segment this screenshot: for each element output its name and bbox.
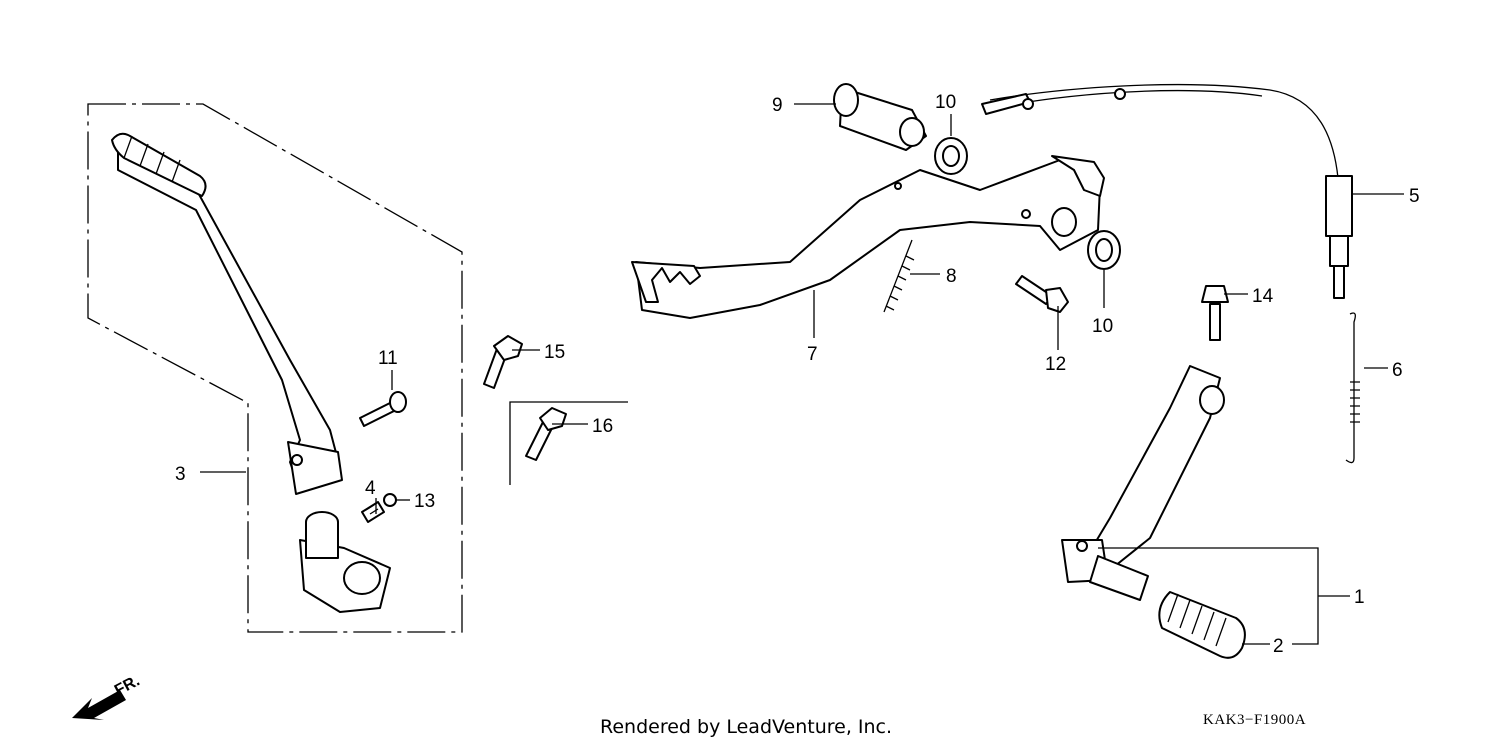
callout-8: 8: [946, 266, 957, 287]
gear-shift-rubber[interactable]: [1158, 591, 1246, 659]
kick-starter-group-outline: [87, 103, 463, 633]
bolt-16-group-bracket: [509, 401, 628, 485]
callout-7: 7: [807, 344, 818, 365]
callout-10-lower: 10: [1092, 316, 1113, 337]
spring-6[interactable]: [1345, 312, 1360, 464]
bolt-12[interactable]: [1015, 275, 1069, 313]
arrow-down-left-icon: [72, 690, 126, 720]
callout-9: 9: [772, 95, 783, 116]
callout-15: 15: [544, 342, 565, 363]
callout-2: 2: [1273, 636, 1284, 657]
bolt-11[interactable]: [359, 391, 407, 427]
ring-13[interactable]: [383, 493, 397, 507]
diagram-code: KAK3−F1900A: [1203, 712, 1307, 728]
callout-3: 3: [175, 464, 186, 485]
render-credit: Rendered by LeadVenture, Inc.: [600, 716, 893, 738]
bolt-14[interactable]: [1201, 285, 1229, 341]
kick-starter-spindle[interactable]: [299, 511, 391, 613]
callout-4: 4: [365, 478, 376, 499]
callout-6: 6: [1392, 360, 1403, 381]
bolt-16[interactable]: [525, 407, 567, 461]
bolt-15[interactable]: [483, 335, 523, 389]
washer-10-upper[interactable]: [934, 137, 968, 175]
callout-5: 5: [1409, 186, 1420, 207]
leader-lines: [200, 103, 1404, 645]
callout-10-upper: 10: [935, 92, 956, 113]
callout-14: 14: [1252, 286, 1274, 307]
spring-4[interactable]: [361, 501, 385, 523]
callout-1: 1: [1354, 587, 1365, 608]
callout-12: 12: [1045, 354, 1066, 375]
pivot-shaft-9[interactable]: [833, 83, 927, 151]
washer-10-lower[interactable]: [1087, 230, 1121, 270]
stop-switch-cable[interactable]: [981, 83, 1353, 299]
spring-8[interactable]: [883, 239, 915, 313]
brake-pedal[interactable]: [631, 155, 1105, 319]
gear-shift-pedal[interactable]: [1061, 365, 1225, 601]
callout-16: 16: [592, 416, 613, 437]
callout-13: 13: [414, 491, 435, 512]
kick-starter-arm[interactable]: [111, 132, 343, 495]
front-direction-indicator: FR.: [72, 672, 143, 720]
callout-11: 11: [378, 348, 398, 369]
